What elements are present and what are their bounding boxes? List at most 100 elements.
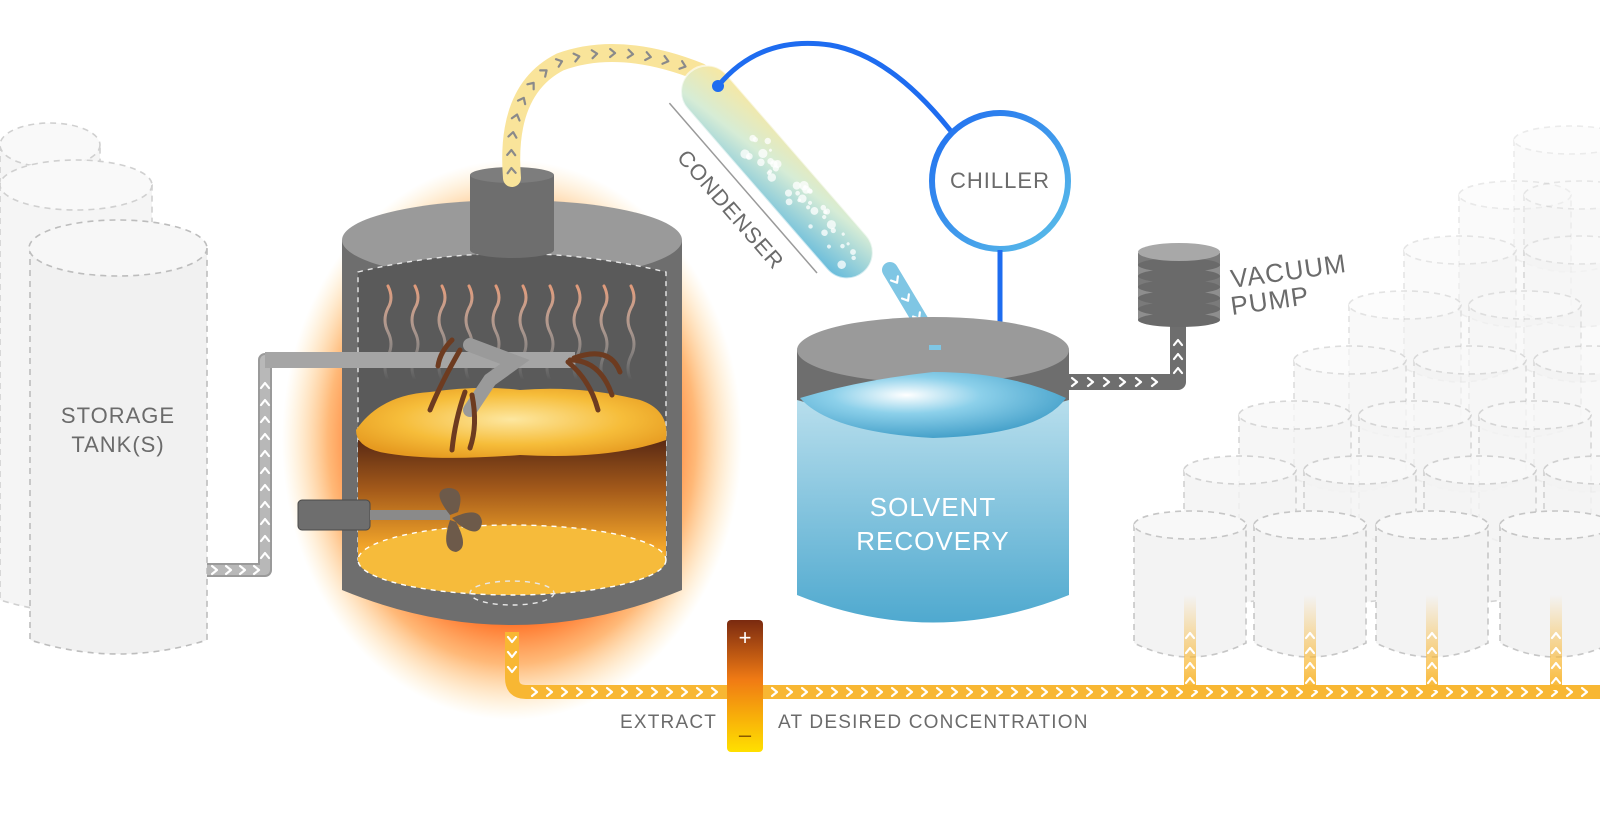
chevron-right-icon xyxy=(259,534,271,543)
collection-tank-top xyxy=(1348,290,1462,320)
chevron-right-icon xyxy=(1160,686,1169,698)
storage-tanks xyxy=(0,122,208,655)
collection-tank-top xyxy=(1533,345,1600,375)
chevron-right-icon xyxy=(1304,631,1316,640)
chevron-right-icon xyxy=(1010,686,1019,698)
chevron-right-icon xyxy=(845,686,854,698)
collection-tank-group xyxy=(1499,510,1600,658)
chevron-right-icon xyxy=(1415,686,1424,698)
chevron-right-icon xyxy=(830,686,839,698)
collection-tank-top xyxy=(1423,455,1537,485)
chevron-right-icon xyxy=(1070,686,1079,698)
bubble xyxy=(746,155,751,160)
chevron-right-icon xyxy=(1100,686,1109,698)
chevron-right-icon xyxy=(506,166,517,175)
bubble xyxy=(841,232,845,236)
bubble xyxy=(822,214,827,220)
chevron-right-icon xyxy=(900,293,910,302)
chevron-right-icon xyxy=(1426,631,1438,640)
chevron-right-icon xyxy=(1172,338,1184,347)
chevron-right-icon xyxy=(1250,686,1259,698)
chevron-right-icon xyxy=(575,686,584,698)
solvent-recovery-label-line1: SOLVENT xyxy=(870,492,996,522)
chevron-right-icon xyxy=(590,686,599,698)
chevron-right-icon xyxy=(1475,686,1484,698)
chevron-right-icon xyxy=(560,686,569,698)
vapor-wave xyxy=(599,284,609,382)
chevron-right-icon xyxy=(815,686,824,698)
chevron-right-icon xyxy=(259,500,271,509)
collection-tank-top xyxy=(1523,235,1600,265)
bubble xyxy=(821,229,828,237)
collection-tank-group xyxy=(1458,180,1572,328)
chevron-right-icon xyxy=(889,275,899,284)
chevron-right-icon xyxy=(259,449,271,458)
chevron-right-icon xyxy=(770,686,779,698)
collection-tanks xyxy=(1133,125,1600,658)
pump-ring-edge xyxy=(1138,302,1220,316)
chevron-right-icon xyxy=(554,58,564,68)
collection-tank-top xyxy=(1375,510,1489,540)
chevron-right-icon xyxy=(1426,661,1438,670)
pump-ring-edge xyxy=(1138,258,1220,272)
chevron-right-icon xyxy=(1118,376,1127,388)
chevron-right-icon xyxy=(545,686,554,698)
chevron-right-icon xyxy=(530,686,539,698)
storage-tank-label-line1: STORAGE xyxy=(61,403,175,428)
collection-tank-top xyxy=(1253,510,1367,540)
chevron-right-icon xyxy=(890,686,899,698)
chevron-right-icon xyxy=(1040,686,1049,698)
chevron-right-icon xyxy=(1426,646,1438,655)
chevron-right-icon xyxy=(950,686,959,698)
bubble xyxy=(773,159,782,169)
chevron-right-icon xyxy=(1175,686,1184,698)
pump-ring-edge xyxy=(1138,269,1220,283)
chevron-right-icon xyxy=(259,517,271,526)
chevron-right-icon xyxy=(252,564,261,576)
chevron-right-icon xyxy=(1235,686,1244,698)
extract-label: EXTRACT xyxy=(620,712,717,733)
chiller-label: CHILLER xyxy=(950,168,1050,193)
bubble xyxy=(749,134,757,142)
chevron-right-icon xyxy=(1505,686,1514,698)
chevron-right-icon xyxy=(620,686,629,698)
bubble xyxy=(785,198,793,206)
bubble xyxy=(851,255,856,261)
chevron-right-icon xyxy=(1400,686,1409,698)
chevron-right-icon xyxy=(506,665,518,674)
chevron-right-icon xyxy=(1102,376,1111,388)
chevron-right-icon xyxy=(1085,686,1094,698)
chevron-right-icon xyxy=(1184,646,1196,655)
collection-tank-top xyxy=(1458,180,1572,210)
collection-riser xyxy=(1304,595,1316,690)
bubble xyxy=(826,220,836,230)
collection-tank xyxy=(1523,194,1600,328)
chevron-right-icon xyxy=(1184,661,1196,670)
chevron-right-icon xyxy=(680,686,689,698)
collection-tank-top xyxy=(1133,510,1247,540)
chevron-right-icon xyxy=(1055,686,1064,698)
chevron-right-icon xyxy=(1304,661,1316,670)
chevron-right-icon xyxy=(526,81,535,91)
chevron-right-icon xyxy=(1220,686,1229,698)
collection-tank-top xyxy=(1238,400,1352,430)
chevron-right-icon xyxy=(1445,686,1454,698)
chevron-right-icon xyxy=(1150,376,1159,388)
chevron-right-icon xyxy=(1172,352,1184,361)
chevron-right-icon xyxy=(644,51,652,62)
concentration-label: AT DESIRED CONCENTRATION xyxy=(778,712,1089,733)
bubble xyxy=(758,148,768,159)
chevron-right-icon xyxy=(1535,686,1544,698)
collection-riser xyxy=(1426,595,1438,690)
vacuum-pump xyxy=(1066,243,1220,390)
bubble xyxy=(808,224,813,229)
chevron-right-icon xyxy=(1385,686,1394,698)
chevron-right-icon xyxy=(860,686,869,698)
chevron-right-icon xyxy=(1304,676,1316,685)
bubble xyxy=(792,181,801,190)
collection-riser xyxy=(1184,595,1196,690)
collection-tank-top xyxy=(1513,125,1600,155)
chevron-right-icon xyxy=(1550,661,1562,670)
bubble xyxy=(784,189,793,197)
chevron-right-icon xyxy=(635,686,644,698)
